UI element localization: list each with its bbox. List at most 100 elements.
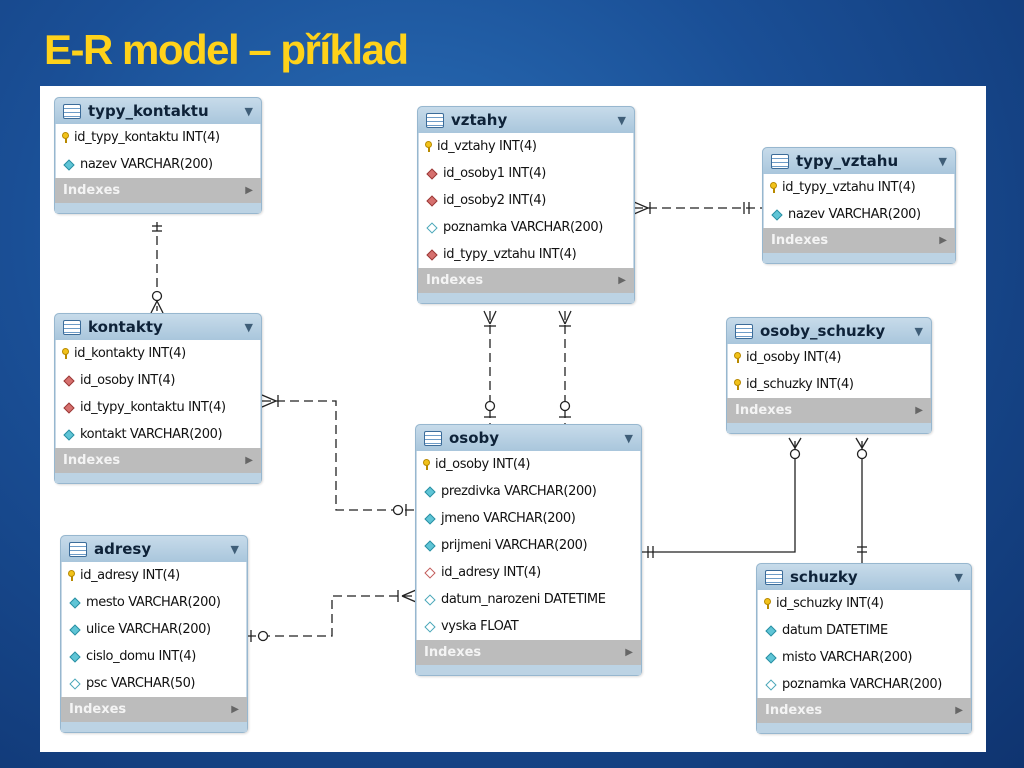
indexes-section[interactable]: Indexes▶ (61, 697, 247, 732)
table-icon (765, 569, 783, 585)
table-column-row[interactable]: poznamka VARCHAR(200) (758, 671, 970, 698)
primary-key-icon (764, 598, 771, 609)
column-label: prijmeni VARCHAR(200) (441, 538, 588, 553)
table-icon (735, 323, 753, 339)
table-column-row[interactable]: kontakt VARCHAR(200) (56, 421, 260, 448)
table-column-row[interactable]: cislo_domu INT(4) (62, 643, 246, 670)
indexes-section[interactable]: Indexes▶ (763, 228, 955, 263)
table-column-row[interactable]: id_vztahy INT(4) (419, 133, 633, 160)
relationship-osoby-osoby-schuzky (641, 437, 802, 558)
table-adresy[interactable]: adresy ▼ id_adresy INT(4) mesto VARCHAR(200… (60, 535, 248, 733)
column-label: ulice VARCHAR(200) (86, 622, 211, 637)
table-column-row[interactable]: id_adresy INT(4) (417, 559, 640, 586)
indexes-section[interactable]: Indexes ▶ (416, 640, 641, 675)
table-header[interactable]: kontakty▼ (55, 314, 261, 340)
expand-arrow-icon[interactable]: ▶ (245, 185, 253, 196)
table-column-row[interactable]: ulice VARCHAR(200) (62, 616, 246, 643)
column-label: id_osoby INT(4) (435, 457, 531, 472)
column-label: mesto VARCHAR(200) (86, 595, 221, 610)
collapse-arrow-icon[interactable]: ▼ (914, 324, 923, 338)
table-column-row[interactable]: vyska FLOAT (417, 613, 640, 640)
table-column-row[interactable]: id_osoby1 INT(4) (419, 160, 633, 187)
table-kontakty[interactable]: kontakty▼id_kontakty INT(4)id_osoby INT(… (54, 313, 262, 484)
table-column-row[interactable]: id_adresy INT(4) (62, 562, 246, 589)
indexes-section[interactable]: Indexes▶ (757, 698, 971, 733)
indexes-label: Indexes (735, 403, 793, 418)
collapse-arrow-icon[interactable]: ▼ (624, 431, 633, 445)
collapse-arrow-icon[interactable]: ▼ (954, 570, 963, 584)
foreign-key-diamond-icon (63, 401, 75, 414)
expand-arrow-icon[interactable]: ▶ (618, 275, 626, 286)
expand-arrow-icon[interactable]: ▶ (955, 705, 963, 716)
table-header[interactable]: typy_vztahu▼ (763, 148, 955, 174)
table-column-row[interactable]: prezdivka VARCHAR(200) (417, 478, 640, 505)
expand-arrow-icon[interactable]: ▶ (245, 455, 253, 466)
column-diamond-icon (63, 158, 75, 171)
table-column-row[interactable]: nazev VARCHAR(200) (764, 201, 954, 228)
column-label: id_typy_vztahu INT(4) (782, 180, 916, 195)
column-diamond-icon (424, 485, 436, 498)
table-column-row[interactable]: datum_narozeni DATETIME (417, 586, 640, 613)
column-label: id_osoby1 INT(4) (443, 166, 546, 181)
table-header[interactable]: osoby▼ (416, 425, 641, 451)
table-columns: id_osoby INT(4)id_schuzky INT(4) (727, 344, 931, 398)
table-header[interactable]: vztahy▼ (418, 107, 634, 133)
table-column-row[interactable]: prijmeni VARCHAR(200) (417, 532, 640, 559)
primary-key-icon (734, 379, 741, 390)
column-label: nazev VARCHAR(200) (80, 157, 213, 172)
table-column-row[interactable]: id_typy_vztahu INT(4) (419, 241, 633, 268)
table-osoby[interactable]: osoby▼ id_osoby INT(4) prezdivka VARCHAR(2… (415, 424, 642, 676)
indexes-section[interactable]: Indexes▶ (55, 178, 261, 213)
column-label: prezdivka VARCHAR(200) (441, 484, 597, 499)
table-header[interactable]: adresy ▼ (61, 536, 247, 562)
table-header[interactable]: osoby_schuzky▼ (727, 318, 931, 344)
table-osoby-schuzky[interactable]: osoby_schuzky▼id_osoby INT(4)id_schuzky … (726, 317, 932, 434)
collapse-arrow-icon[interactable]: ▼ (244, 104, 253, 118)
table-column-row[interactable]: id_typy_kontaktu INT(4) (56, 394, 260, 421)
indexes-section[interactable]: Indexes ▶ (727, 398, 931, 433)
collapse-arrow-icon[interactable]: ▼ (938, 154, 947, 168)
table-typy-vztahu[interactable]: typy_vztahu▼ id_typy_vztahu INT(4) nazev V… (762, 147, 956, 264)
expand-arrow-icon[interactable]: ▶ (625, 647, 633, 658)
table-column-row[interactable]: id_osoby INT(4) (417, 451, 640, 478)
expand-arrow-icon[interactable]: ▶ (939, 235, 947, 246)
column-diamond-icon (771, 208, 783, 221)
collapse-arrow-icon[interactable]: ▼ (617, 113, 626, 127)
table-header[interactable]: typy_kontaktu▼ (55, 98, 261, 124)
table-name: adresy (94, 540, 152, 558)
column-label: jmeno VARCHAR(200) (441, 511, 576, 526)
table-column-row[interactable]: nazev VARCHAR(200) (56, 151, 260, 178)
table-column-row[interactable]: id_typy_kontaktu INT(4) (56, 124, 260, 151)
table-column-row[interactable]: jmeno VARCHAR(200) (417, 505, 640, 532)
collapse-arrow-icon[interactable]: ▼ (244, 320, 253, 334)
table-column-row[interactable]: id_typy_vztahu INT(4) (764, 174, 954, 201)
primary-key-icon (68, 570, 75, 581)
table-vztahy[interactable]: vztahy▼id_vztahy INT(4) id_osoby1 INT(4) i… (417, 106, 635, 304)
table-column-row[interactable]: misto VARCHAR(200) (758, 644, 970, 671)
table-column-row[interactable]: mesto VARCHAR(200) (62, 589, 246, 616)
table-column-row[interactable]: psc VARCHAR(50) (62, 670, 246, 697)
collapse-arrow-icon[interactable]: ▼ (230, 542, 239, 556)
table-typy-kontaktu[interactable]: typy_kontaktu▼id_typy_kontaktu INT(4) naz… (54, 97, 262, 214)
expand-arrow-icon[interactable]: ▶ (231, 704, 239, 715)
table-column-row[interactable]: id_osoby INT(4) (728, 344, 930, 371)
table-header[interactable]: schuzky▼ (757, 564, 971, 590)
table-column-row[interactable]: id_schuzky INT(4) (758, 590, 970, 617)
table-column-row[interactable]: id_schuzky INT(4) (728, 371, 930, 398)
column-label: id_adresy INT(4) (80, 568, 180, 583)
table-column-row[interactable]: id_osoby2 INT(4) (419, 187, 633, 214)
column-label: psc VARCHAR(50) (86, 676, 196, 691)
column-label: cislo_domu INT(4) (86, 649, 196, 664)
table-column-row[interactable]: id_kontakty INT(4) (56, 340, 260, 367)
table-column-row[interactable]: id_osoby INT(4) (56, 367, 260, 394)
expand-arrow-icon[interactable]: ▶ (915, 405, 923, 416)
primary-key-icon (423, 459, 430, 470)
table-columns: id_adresy INT(4) mesto VARCHAR(200) ulice … (61, 562, 247, 697)
indexes-label: Indexes (424, 645, 482, 660)
table-column-row[interactable]: poznamka VARCHAR(200) (419, 214, 633, 241)
indexes-section[interactable]: Indexes▶ (418, 268, 634, 303)
indexes-section[interactable]: Indexes▶ (55, 448, 261, 483)
primary-key-icon (62, 132, 69, 143)
table-column-row[interactable]: datum DATETIME (758, 617, 970, 644)
